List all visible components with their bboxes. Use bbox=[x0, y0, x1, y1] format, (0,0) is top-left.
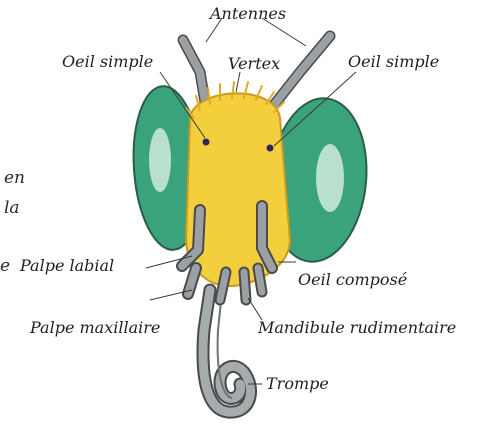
label-oeil-compose: Oeil composé bbox=[298, 272, 407, 288]
label-palpe-maxillaire: Palpe maxillaire bbox=[30, 320, 160, 336]
label-oeil-simple-left: Oeil simple bbox=[62, 54, 153, 70]
label-trompe: Trompe bbox=[266, 376, 329, 392]
label-vertex: Vertex bbox=[228, 56, 280, 72]
label-palpe-labial: Palpe labial bbox=[20, 258, 114, 274]
ocellus-left bbox=[203, 139, 210, 146]
ocellus-right bbox=[267, 145, 274, 152]
proboscis bbox=[203, 290, 251, 412]
label-antennes: Antennes bbox=[210, 6, 286, 22]
label-oeil-simple-right: Oeil simple bbox=[348, 54, 439, 70]
label-mandibule-rudimentaire: Mandibule rudimentaire bbox=[258, 320, 456, 336]
margin-fragment-3: e bbox=[0, 258, 10, 275]
head-capsule bbox=[186, 82, 290, 286]
margin-fragment-2: la bbox=[4, 200, 20, 217]
margin-fragment-1: en bbox=[4, 170, 25, 187]
